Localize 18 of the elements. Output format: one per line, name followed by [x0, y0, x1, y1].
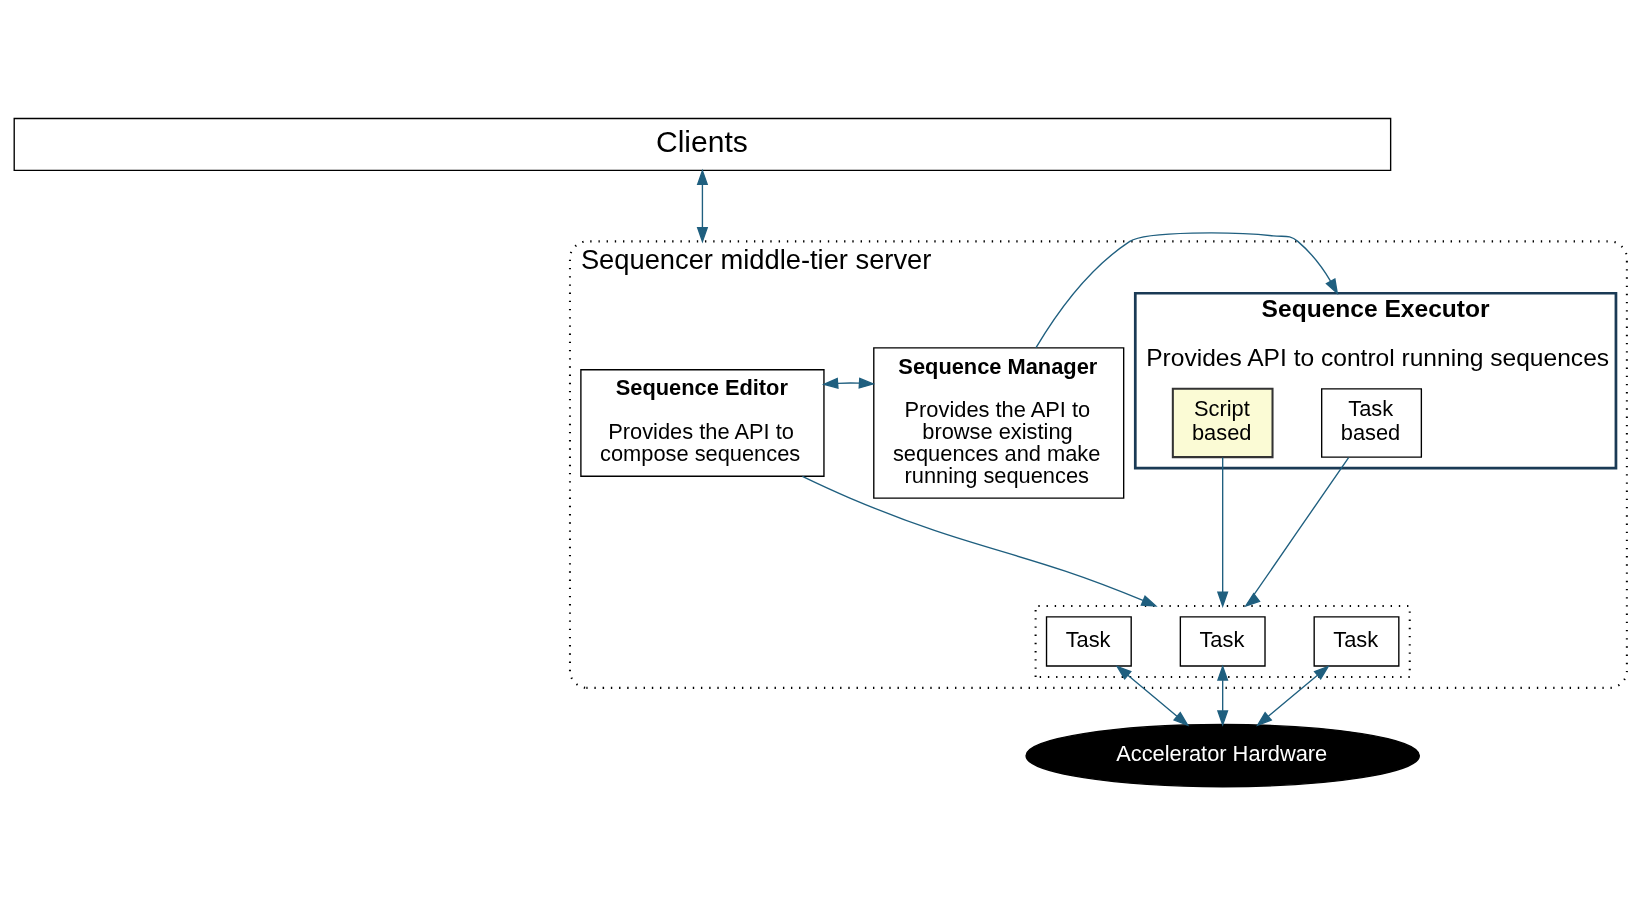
arrow [696, 168, 709, 243]
arrow [1216, 456, 1229, 608]
arrow [1115, 664, 1190, 726]
node-box: Task based [1321, 387, 1423, 458]
node-box: Task [1313, 615, 1400, 667]
arrow [821, 376, 876, 389]
node-box: Sequence Manager Provides the API to browse existing sequences and make running sequences [873, 346, 1125, 499]
node-box: Task [1179, 615, 1266, 667]
arrow [1035, 231, 1339, 348]
node-box: Script based [1171, 387, 1274, 458]
arrow [1244, 456, 1350, 607]
node-box: Sequence Editor Provides the API to compose sequences [580, 368, 825, 477]
arrow [1256, 664, 1330, 726]
arrow [1216, 663, 1229, 727]
node-ellipse: Accelerator Hardware [1025, 723, 1420, 787]
node-box: Clients [13, 117, 1392, 171]
node-box: Task [1045, 615, 1132, 667]
arrow [801, 475, 1158, 607]
